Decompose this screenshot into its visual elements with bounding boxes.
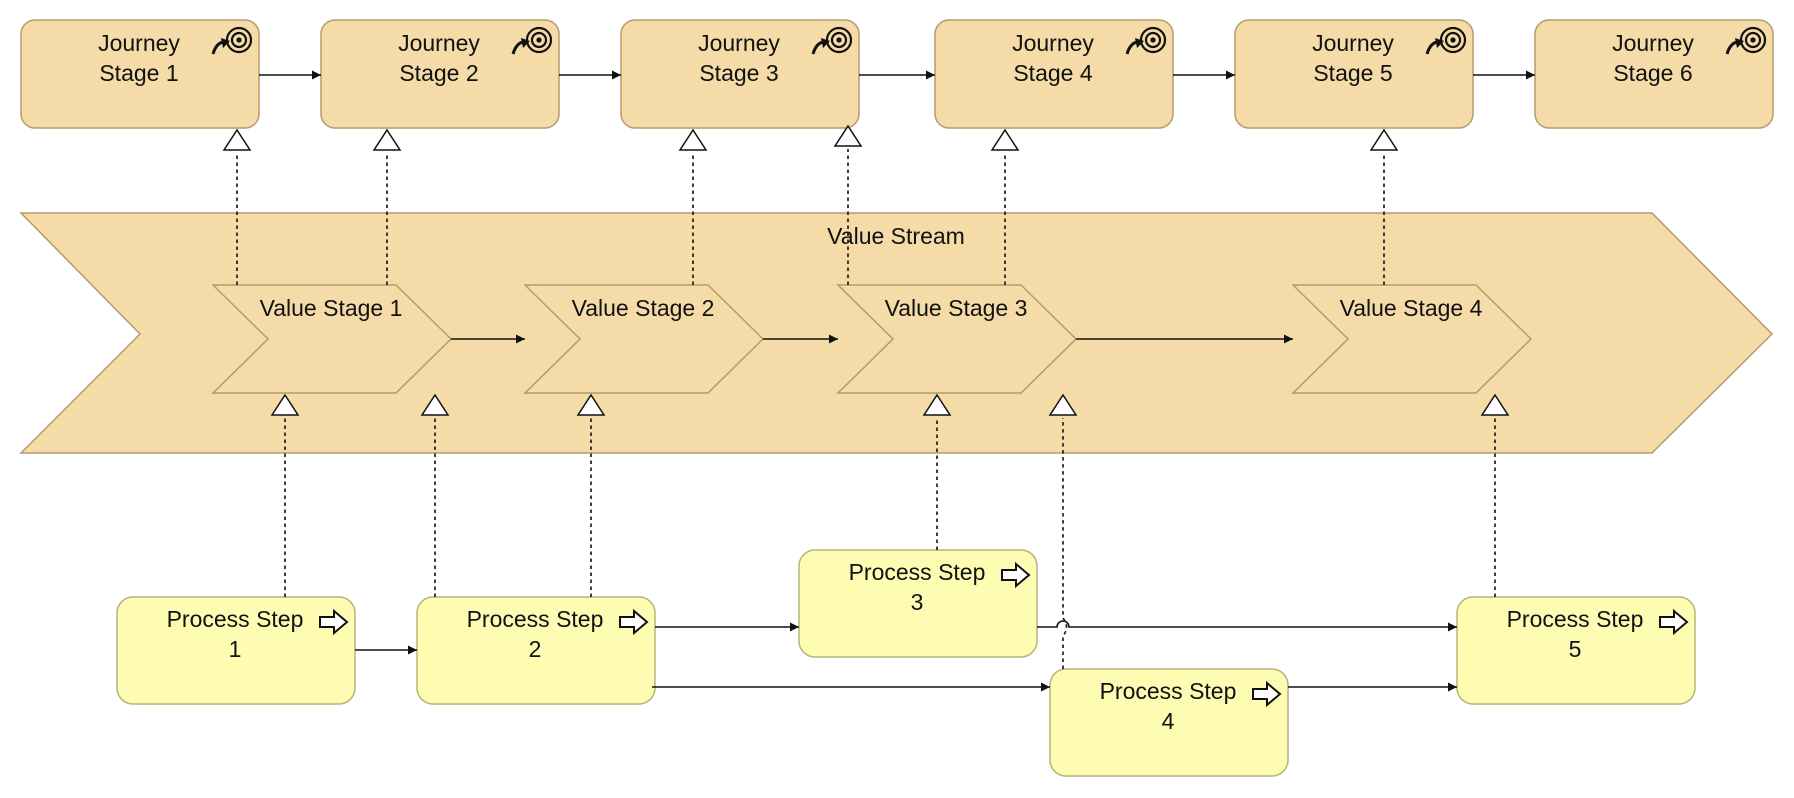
realization-arrowhead (922, 393, 952, 416)
value-stage-4-label: Value Stage 4 (1340, 295, 1483, 321)
realization-arrowhead (1480, 393, 1510, 416)
process-step-1-label-line-1: Process Step (167, 606, 304, 632)
process-step-1-label-line-2: 1 (229, 636, 242, 662)
process-step-3-label-line-2: 3 (911, 589, 924, 615)
realization-p3-v3[interactable] (922, 393, 952, 550)
value-stage-1-label: Value Stage 1 (260, 295, 403, 321)
realization-p2-v2[interactable] (576, 393, 606, 597)
value-stream-label: Value Stream (827, 223, 965, 249)
value-stage-3-label: Value Stage 3 (885, 295, 1028, 321)
journey-stage-1-label-line-1: Journey (98, 30, 180, 56)
journey-stage-6-label-line-2: Stage 6 (1613, 60, 1692, 86)
journey-stage-3-label-line-1: Journey (698, 30, 780, 56)
process-step-1[interactable]: Process Step 1 (116, 596, 356, 705)
process-step-2-label-line-1: Process Step (467, 606, 604, 632)
value-stage-2[interactable]: Value Stage 2 (523, 284, 765, 394)
process-arrow-icon (1252, 680, 1282, 708)
realization-p4-v3[interactable] (1048, 393, 1078, 669)
process-step-5-label-line-1: Process Step (1507, 606, 1644, 632)
flow-p3-p5[interactable] (1037, 620, 1457, 632)
process-step-3-label-line-1: Process Step (849, 559, 986, 585)
realization-arrowhead (420, 393, 450, 416)
realization-arrowhead (372, 128, 402, 151)
target-icon (1725, 26, 1767, 55)
process-step-2[interactable]: Process Step 2 (416, 596, 656, 705)
realization-v1-j1[interactable] (222, 128, 252, 285)
process-step-4-label-line-2: 4 (1162, 708, 1175, 734)
realization-v4-j5[interactable] (1369, 128, 1399, 285)
realization-arrowhead (833, 124, 863, 147)
process-arrow-icon (1659, 608, 1689, 636)
value-stage-3[interactable]: Value Stage 3 (836, 284, 1078, 394)
target-icon (1125, 26, 1167, 55)
process-step-4[interactable]: Process Step 4 (1049, 668, 1289, 777)
process-step-5-label-line-2: 5 (1569, 636, 1582, 662)
process-step-3[interactable]: Process Step 3 (798, 549, 1038, 658)
value-stage-1[interactable]: Value Stage 1 (211, 284, 453, 394)
realization-arrowhead (990, 128, 1020, 151)
process-arrow-icon (619, 608, 649, 636)
realization-v3-j3[interactable] (833, 124, 863, 285)
journey-stage-2-label-line-1: Journey (398, 30, 480, 56)
target-icon (211, 26, 253, 55)
process-step-2-label-line-2: 2 (529, 636, 542, 662)
realization-p5-v4[interactable] (1480, 393, 1510, 597)
target-icon (1425, 26, 1467, 55)
value-stage-4[interactable]: Value Stage 4 (1291, 284, 1533, 394)
journey-stage-4-label-line-1: Journey (1012, 30, 1094, 56)
realization-arrowhead (1369, 128, 1399, 151)
realization-arrowhead (678, 128, 708, 151)
realization-p2-v1[interactable] (420, 393, 450, 597)
realization-arrowhead (576, 393, 606, 416)
realization-v1-j2[interactable] (372, 128, 402, 285)
journey-stage-4-label-line-2: Stage 4 (1013, 60, 1092, 86)
journey-stage-2-label-line-2: Stage 2 (399, 60, 478, 86)
journey-stage-6-label-line-1: Journey (1612, 30, 1694, 56)
journey-stage-5-label-line-2: Stage 5 (1313, 60, 1392, 86)
realization-p1-v1[interactable] (270, 393, 300, 597)
target-icon (511, 26, 553, 55)
process-step-5[interactable]: Process Step 5 (1456, 596, 1696, 705)
journey-stage-3-label-line-2: Stage 3 (699, 60, 778, 86)
journey-stage-1-label-line-2: Stage 1 (99, 60, 178, 86)
target-icon (811, 26, 853, 55)
realization-arrowhead (270, 393, 300, 416)
journey-stage-5-label-line-1: Journey (1312, 30, 1394, 56)
process-arrow-icon (1001, 561, 1031, 589)
realization-v3-j4[interactable] (990, 128, 1020, 285)
realization-v2-j3[interactable] (678, 128, 708, 285)
process-arrow-icon (319, 608, 349, 636)
realization-arrowhead (1048, 393, 1078, 416)
realization-arrowhead (222, 128, 252, 151)
value-stage-2-label: Value Stage 2 (572, 295, 715, 321)
process-step-4-label-line-1: Process Step (1100, 678, 1237, 704)
